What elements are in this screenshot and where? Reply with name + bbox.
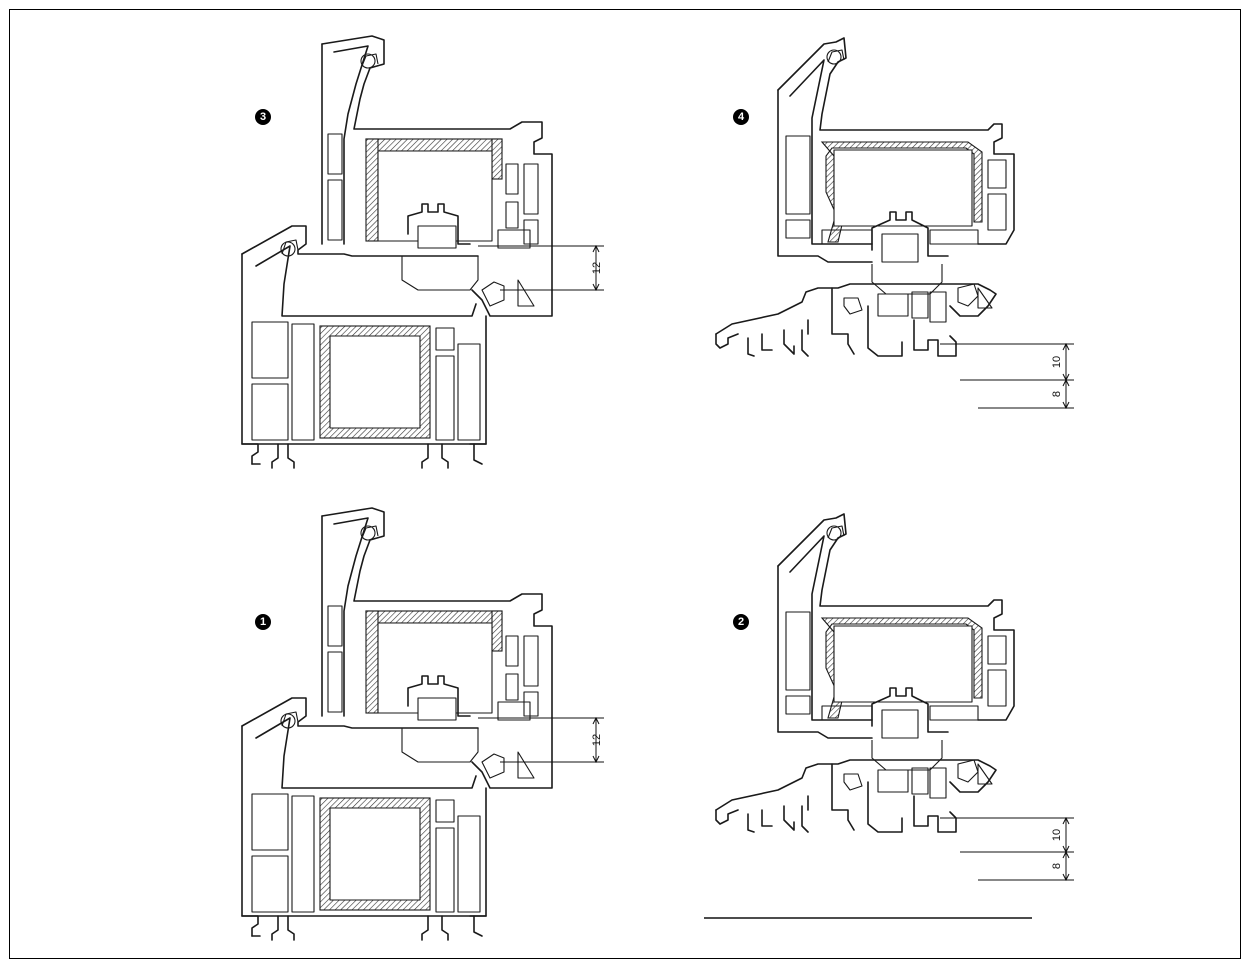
dimension-label: 12 bbox=[591, 734, 603, 746]
section-3-number: 3 bbox=[260, 111, 266, 123]
section-3-badge: 3 bbox=[255, 109, 271, 125]
section-2-badge: 2 bbox=[733, 614, 749, 630]
dimension-label: 12 bbox=[591, 262, 603, 274]
dimension-label: 10 bbox=[1051, 829, 1063, 841]
dimension-label: 8 bbox=[1051, 863, 1063, 869]
section-1-number: 1 bbox=[260, 616, 266, 628]
section-4-number: 4 bbox=[738, 111, 745, 123]
dimension-section-4: 10 8 bbox=[940, 342, 1074, 410]
section-2-drawing bbox=[715, 513, 1015, 833]
dimension-label: 10 bbox=[1051, 356, 1063, 368]
section-1-badge: 1 bbox=[255, 614, 271, 630]
section-1-drawing bbox=[241, 507, 553, 941]
section-4-badge: 4 bbox=[733, 109, 749, 125]
section-4-drawing bbox=[715, 37, 1015, 357]
dimension-section-2: 10 8 bbox=[940, 816, 1074, 882]
dimension-label: 8 bbox=[1051, 391, 1063, 397]
section-3-drawing bbox=[241, 35, 553, 469]
dimension-section-1: 12 bbox=[478, 716, 604, 764]
section-2-number: 2 bbox=[738, 616, 744, 628]
dimension-section-3: 12 bbox=[478, 244, 604, 292]
